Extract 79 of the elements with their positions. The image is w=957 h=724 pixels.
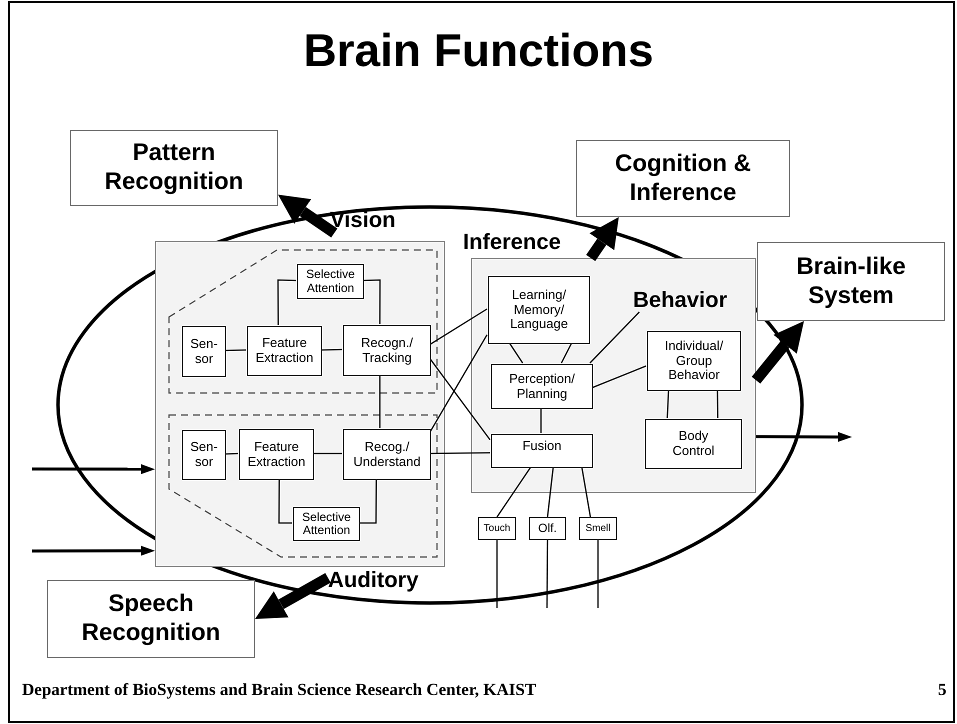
bold-arrow bbox=[752, 321, 804, 384]
box-label: Feature Extraction bbox=[254, 336, 314, 366]
box-label: Selective Attention bbox=[305, 268, 356, 295]
connector-line bbox=[430, 452, 490, 454]
process-box bbox=[343, 429, 431, 480]
connector-line bbox=[359, 479, 377, 524]
connector-line bbox=[313, 452, 342, 454]
process-box bbox=[488, 276, 590, 344]
section-heading: Auditory bbox=[328, 567, 442, 594]
process-box bbox=[182, 326, 226, 377]
footer-text: Department of BioSystems and Brain Science Research Center, KAIST bbox=[22, 680, 536, 700]
process-box bbox=[579, 517, 617, 540]
function-box bbox=[576, 140, 790, 217]
connector-line bbox=[716, 390, 718, 418]
function-box bbox=[47, 580, 255, 658]
connector-line bbox=[430, 308, 488, 345]
connector-line bbox=[540, 408, 542, 433]
process-box bbox=[297, 264, 364, 299]
connector-line bbox=[224, 452, 238, 455]
bold-arrow bbox=[255, 573, 331, 619]
box-label: Feature Extraction bbox=[246, 440, 306, 470]
process-box bbox=[343, 325, 431, 376]
box-label: Cognition & Inference bbox=[614, 150, 752, 208]
process-box bbox=[239, 429, 314, 480]
connector-line bbox=[224, 349, 246, 352]
connector-line bbox=[546, 540, 548, 608]
process-box bbox=[647, 331, 741, 391]
bold-arrow bbox=[586, 217, 619, 262]
arrow bbox=[32, 464, 155, 474]
connector-line bbox=[429, 334, 488, 432]
box-label: Selective Attention bbox=[301, 510, 352, 538]
box-label: Fusion bbox=[522, 439, 562, 454]
box-label: Individual/ Group Behavior bbox=[664, 339, 724, 383]
connector-line bbox=[362, 279, 381, 324]
page-number: 5 bbox=[938, 680, 946, 700]
connector-line bbox=[496, 540, 498, 608]
panel-heading: Inference bbox=[463, 229, 561, 255]
box-label: Learning/ Memory/ Language bbox=[509, 288, 569, 332]
process-box bbox=[491, 434, 593, 468]
box-label: Brain-like System bbox=[795, 252, 907, 310]
connector-line bbox=[278, 479, 292, 524]
connector-line bbox=[429, 358, 491, 440]
process-box bbox=[491, 364, 593, 409]
connector-line bbox=[277, 279, 296, 325]
connector-line bbox=[546, 466, 554, 518]
box-label: Pattern Recognition bbox=[104, 139, 244, 197]
box-label: Body Control bbox=[672, 429, 716, 459]
arrow bbox=[756, 432, 852, 442]
process-box bbox=[182, 430, 226, 480]
process-box bbox=[478, 517, 516, 540]
connector-line bbox=[379, 375, 380, 428]
title: Brain Functions bbox=[302, 23, 655, 78]
box-label: Speech Recognition bbox=[80, 590, 222, 648]
box-label: Recogn./ Tracking bbox=[360, 336, 414, 366]
box-label: Sen- sor bbox=[189, 336, 219, 366]
connector-line bbox=[590, 312, 640, 364]
box-label: Recog./ Understand bbox=[352, 440, 422, 470]
connector-line bbox=[597, 540, 599, 608]
box-label: Touch bbox=[484, 522, 510, 534]
process-box bbox=[645, 419, 742, 469]
function-box bbox=[757, 242, 945, 321]
connector-line bbox=[320, 348, 342, 351]
connector-line bbox=[581, 466, 592, 518]
function-box bbox=[70, 130, 278, 206]
section-heading: Behavior bbox=[633, 287, 755, 313]
connector-line bbox=[666, 390, 670, 418]
connector-line bbox=[560, 342, 572, 364]
process-box bbox=[247, 326, 322, 376]
connector-line bbox=[592, 365, 646, 388]
connector-line bbox=[508, 342, 524, 364]
process-box bbox=[293, 507, 360, 541]
arrow bbox=[32, 546, 155, 556]
box-label: Sen- sor bbox=[189, 440, 219, 470]
process-box bbox=[529, 517, 566, 540]
box-label: Olf. bbox=[538, 522, 557, 536]
panel-background bbox=[155, 241, 445, 567]
box-label: Perception/ Planning bbox=[508, 372, 576, 402]
connector-line bbox=[496, 466, 532, 518]
box-label: Smell bbox=[585, 522, 610, 534]
